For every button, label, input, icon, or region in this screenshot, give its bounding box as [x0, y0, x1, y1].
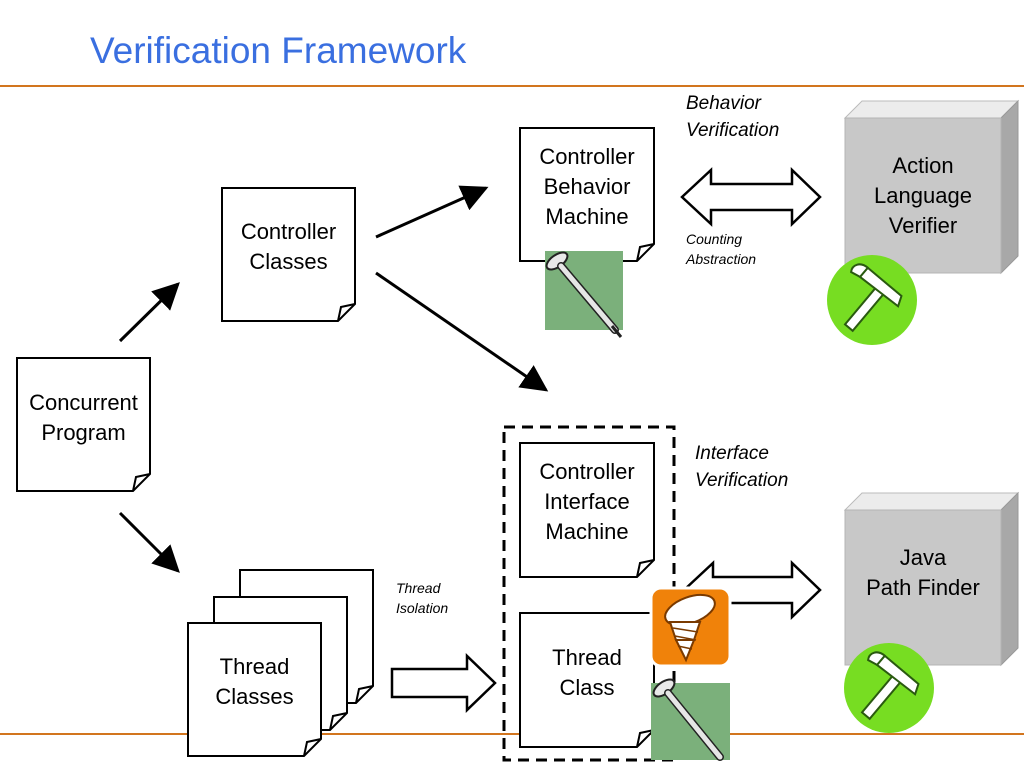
thread-isolation-line-2: Isolation — [396, 600, 449, 616]
jpf-line-2: Path Finder — [866, 575, 980, 600]
interface-verification-note: Interface Verification — [695, 440, 788, 494]
alv-line-1: Action — [892, 153, 954, 178]
arrow-program-to-thread-classes — [118, 511, 180, 573]
alv-line-3: Verifier — [888, 213, 958, 238]
interface-machine-line-1: Controller — [539, 459, 635, 484]
behavior-verification-line-2: Verification — [686, 120, 780, 141]
thread-class-line-2: Class — [559, 675, 615, 700]
hammer-icon — [827, 255, 917, 345]
behavior-verification-double-arrow — [680, 167, 822, 227]
behavior-verification-line-1: Behavior — [686, 93, 761, 114]
controller-classes-line-2: Classes — [249, 249, 328, 274]
arrow-controller-to-interface-machine — [375, 271, 549, 392]
interface-verification-line-1: Interface — [695, 443, 769, 464]
thread-isolation-arrow — [390, 653, 497, 713]
controller-behavior-machine-label: Controller Behavior Machine — [520, 142, 654, 232]
page-title: Verification Framework — [90, 30, 467, 71]
controller-interface-machine-doc — [519, 442, 655, 578]
controller-classes-doc — [221, 187, 356, 322]
behavior-machine-line-2: Behavior — [543, 174, 631, 199]
arrow-controller-to-behavior-machine — [375, 185, 489, 239]
thread-class-label: Thread Class — [520, 643, 654, 703]
interface-machine-line-3: Machine — [545, 519, 629, 544]
thread-classes-label: Thread Classes — [188, 652, 321, 712]
screw-icon — [649, 586, 732, 668]
thread-isolation-line-1: Thread — [396, 580, 441, 596]
concurrent-program-doc — [16, 357, 151, 492]
interface-machine-line-2: Interface — [544, 489, 630, 514]
thread-class-doc — [519, 612, 655, 748]
thread-isolation-note: Thread Isolation — [396, 578, 448, 618]
thread-classes-doc-front — [187, 622, 322, 757]
nail-icon — [545, 251, 623, 338]
action-language-verifier-cube — [843, 99, 1020, 275]
counting-abstraction-line-2: Abstraction — [686, 251, 757, 267]
controller-interface-machine-label: Controller Interface Machine — [520, 457, 654, 547]
action-language-verifier-label: Action Language Verifier — [845, 151, 1001, 241]
counting-abstraction-line-1: Counting — [686, 231, 743, 247]
behavior-machine-line-3: Machine — [545, 204, 629, 229]
hammer-icon — [844, 643, 934, 733]
concurrent-program-line-1: Concurrent — [29, 390, 138, 415]
concurrent-program-line-2: Program — [41, 420, 126, 445]
nail-icon — [651, 678, 730, 761]
thread-classes-line-2: Classes — [215, 684, 294, 709]
controller-behavior-machine-doc — [519, 127, 655, 262]
alv-line-2: Language — [874, 183, 972, 208]
jpf-line-1: Java — [899, 545, 947, 570]
thread-classes-line-1: Thread — [219, 654, 290, 679]
arrow-program-to-controller-classes — [118, 282, 180, 343]
concurrent-program-label: Concurrent Program — [17, 388, 150, 448]
controller-classes-line-1: Controller — [240, 219, 337, 244]
behavior-verification-note: Behavior Verification — [686, 90, 779, 144]
behavior-machine-line-1: Controller — [539, 144, 635, 169]
thread-class-line-1: Thread — [552, 645, 622, 670]
java-path-finder-cube — [843, 491, 1020, 667]
counting-abstraction-note: Counting Abstraction — [686, 229, 756, 269]
controller-classes-label: Controller Classes — [222, 217, 355, 277]
interface-verification-line-2: Verification — [695, 470, 789, 491]
java-path-finder-label: Java Path Finder — [845, 543, 1001, 603]
